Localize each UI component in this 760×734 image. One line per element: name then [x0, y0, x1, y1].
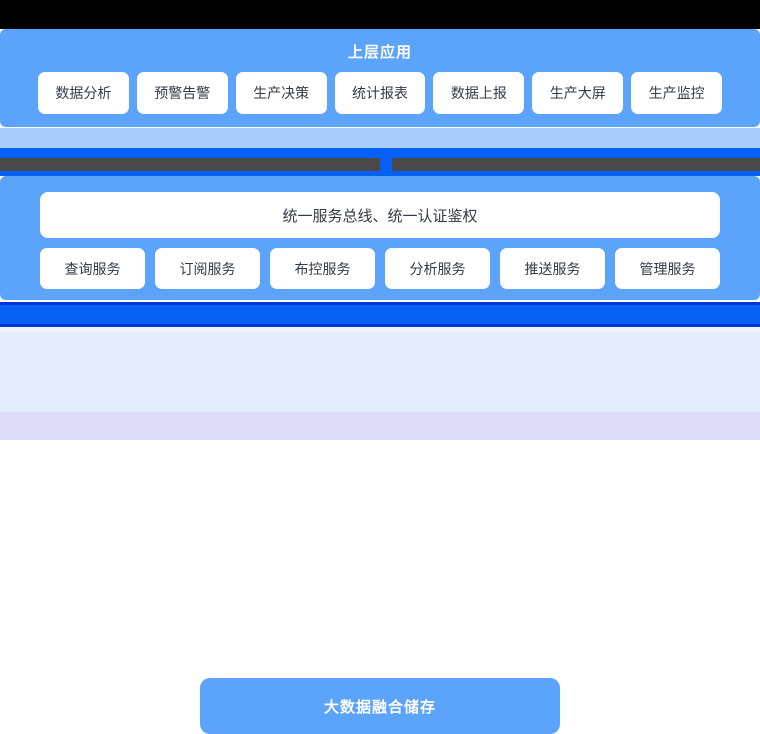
storage-card-label: 大数据融合储存 — [323, 698, 436, 716]
service-layer-panel: 统一服务总线、统一认证鉴权 查询服务 订阅服务 布控服务 分析服务 推送服务 管… — [0, 176, 760, 300]
service-chip-push[interactable]: 推送服务 — [500, 248, 605, 289]
app-chip-label: 数据分析 — [55, 85, 112, 101]
storage-card[interactable]: 大数据融合储存 — [200, 678, 560, 734]
app-chip-label: 统计报表 — [352, 85, 408, 101]
service-chip-analysis[interactable]: 分析服务 — [385, 248, 490, 289]
service-chip-label: 分析服务 — [409, 260, 466, 277]
service-chip-query[interactable]: 查询服务 — [40, 248, 145, 289]
separator-bright-blue-band — [0, 148, 760, 158]
service-chip-subscription[interactable]: 订阅服务 — [155, 248, 260, 289]
service-chip-row: 查询服务 订阅服务 布控服务 分析服务 推送服务 管理服务 — [40, 248, 720, 289]
service-bus-label: 统一服务总线、统一认证鉴权 — [282, 207, 478, 225]
app-chip-label: 生产大屏 — [549, 85, 606, 101]
separator2-deep-blue-line-bottom — [0, 324, 760, 327]
app-chip-early-warning[interactable]: 预警告警 — [136, 72, 228, 114]
application-layer-title: 上层应用 — [347, 44, 412, 61]
separator-bright-blue-band-2 — [0, 171, 760, 176]
storage-layer-band: 大数据融合储存 — [0, 332, 760, 734]
app-chip-label: 数据上报 — [450, 85, 507, 101]
separator-dark-band — [0, 158, 760, 171]
app-chip-production-monitoring[interactable]: 生产监控 — [631, 72, 723, 114]
service-chip-management[interactable]: 管理服务 — [615, 248, 720, 289]
app-chip-production-dashboard[interactable]: 生产大屏 — [532, 72, 624, 114]
service-chip-label: 订阅服务 — [179, 260, 236, 277]
separator-blue-marker — [380, 158, 392, 171]
separator2-pale-line — [0, 327, 760, 332]
application-chip-row: 数据分析 预警告警 生产决策 统计报表 数据上报 生产大屏 生产监控 — [38, 72, 723, 114]
service-chip-surveillance[interactable]: 布控服务 — [270, 248, 375, 289]
app-chip-label: 生产决策 — [253, 85, 310, 101]
service-chip-label: 布控服务 — [294, 260, 351, 277]
app-chip-data-reporting[interactable]: 数据上报 — [433, 72, 525, 114]
service-chip-label: 查询服务 — [64, 260, 121, 277]
app-chip-production-decision[interactable]: 生产决策 — [235, 72, 327, 114]
application-layer-panel: 上层应用 数据分析 预警告警 生产决策 统计报表 数据上报 生产大屏 生产监控 — [0, 29, 760, 127]
app-chip-label: 预警告警 — [154, 85, 211, 101]
separator2-bright-blue-band — [0, 305, 760, 324]
service-chip-label: 推送服务 — [524, 260, 581, 277]
separator-light-blue-band — [0, 128, 760, 148]
app-chip-data-analysis[interactable]: 数据分析 — [38, 72, 129, 114]
app-chip-label: 生产监控 — [648, 85, 705, 101]
bottom-lavender-band — [0, 412, 760, 440]
app-chip-statistics-report[interactable]: 统计报表 — [334, 72, 426, 114]
top-letterbox-bar — [0, 0, 760, 29]
service-bus-card[interactable]: 统一服务总线、统一认证鉴权 — [40, 192, 720, 238]
separator2-deep-blue-line-top — [0, 302, 760, 305]
service-chip-label: 管理服务 — [639, 260, 696, 277]
